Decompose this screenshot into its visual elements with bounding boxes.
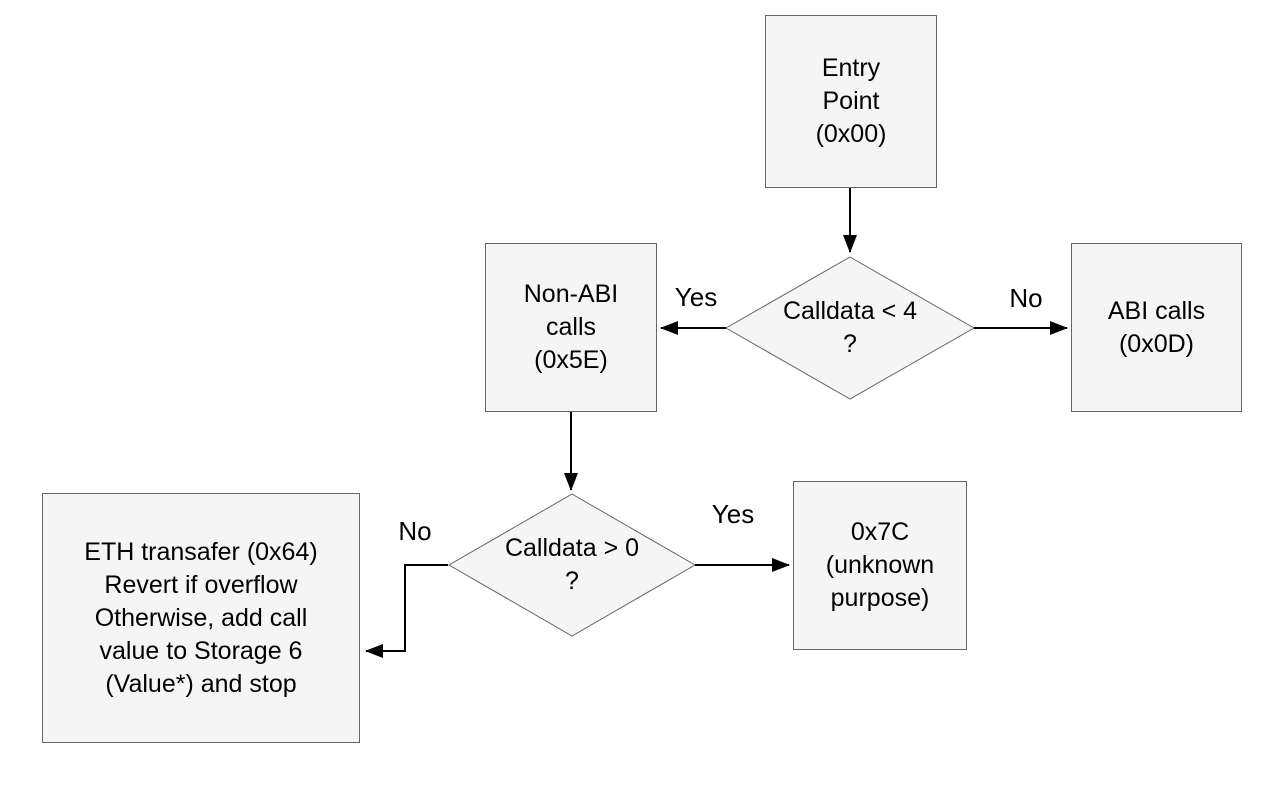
decision-calldata-gt-0-label: Calldata > 0 ? [504,534,640,595]
node-eth-transfer: ETH transafer (0x64) Revert if overflow … [42,493,360,743]
node-non-abi-calls: Non-ABI calls (0x5E) [485,243,657,412]
node-entry-point: Entry Point (0x00) [765,15,937,188]
node-0x7c-unknown: 0x7C (unknown purpose) [793,481,967,650]
edge-label-calldata4-yes: Yes [674,282,718,312]
arrow-calldata0-no-to-eth [365,564,448,658]
edge-label-calldata4-no: No [1009,283,1043,313]
decision-calldata-lt-4-label: Calldata < 4 ? [782,297,918,358]
diamond-calldata-lt-4 [724,256,976,400]
diamond-calldata-gt-0 [447,493,697,637]
edge-label-calldata0-yes: Yes [711,499,755,529]
node-abi-calls: ABI calls (0x0D) [1071,243,1242,412]
edge-label-calldata0-no: No [398,516,432,546]
